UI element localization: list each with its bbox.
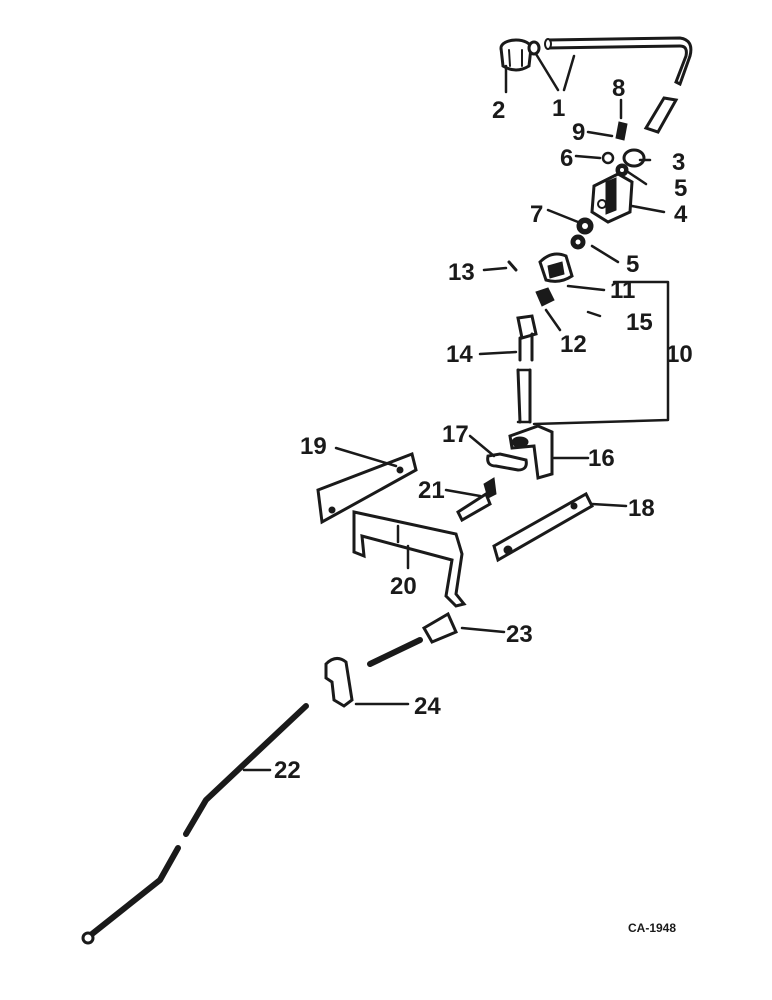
callout-12: 12 bbox=[560, 331, 587, 358]
drawing-code: CA-1948 bbox=[628, 921, 676, 935]
callout-1: 1 bbox=[552, 95, 565, 122]
shift-lever-top bbox=[499, 36, 693, 134]
callout-18: 18 bbox=[628, 495, 655, 522]
callout-14: 14 bbox=[446, 341, 473, 368]
callout-5-lower: 5 bbox=[626, 251, 639, 278]
leader-lines bbox=[242, 52, 670, 772]
callout-10: 10 bbox=[666, 341, 693, 368]
mounting-brackets bbox=[316, 451, 594, 608]
lower-arm bbox=[486, 424, 554, 480]
callout-3: 3 bbox=[672, 149, 685, 176]
callout-7: 7 bbox=[530, 201, 543, 228]
callout-11: 11 bbox=[610, 277, 635, 304]
callout-24: 24 bbox=[414, 693, 441, 720]
callout-6: 6 bbox=[560, 145, 573, 172]
lever-pivot-group bbox=[570, 121, 646, 250]
callout-23: 23 bbox=[506, 621, 533, 648]
callout-22: 22 bbox=[274, 757, 301, 784]
callout-4: 4 bbox=[674, 201, 688, 228]
callout-21: 21 bbox=[418, 477, 445, 504]
callout-9: 9 bbox=[572, 119, 585, 146]
callout-16: 16 bbox=[588, 445, 615, 472]
callout-19: 19 bbox=[300, 433, 327, 460]
callout-17: 17 bbox=[442, 421, 469, 448]
callout-5-upper: 5 bbox=[674, 175, 687, 202]
universal-joint bbox=[507, 252, 602, 424]
lower-rod bbox=[81, 611, 458, 945]
callout-8: 8 bbox=[612, 75, 625, 102]
callout-13: 13 bbox=[448, 259, 475, 286]
callout-2: 2 bbox=[492, 97, 505, 124]
callout-labels: 1 2 3 4 5 5 6 7 8 9 10 11 12 13 14 15 16… bbox=[274, 75, 693, 935]
callout-15: 15 bbox=[626, 309, 653, 336]
callout-20: 20 bbox=[390, 573, 417, 600]
